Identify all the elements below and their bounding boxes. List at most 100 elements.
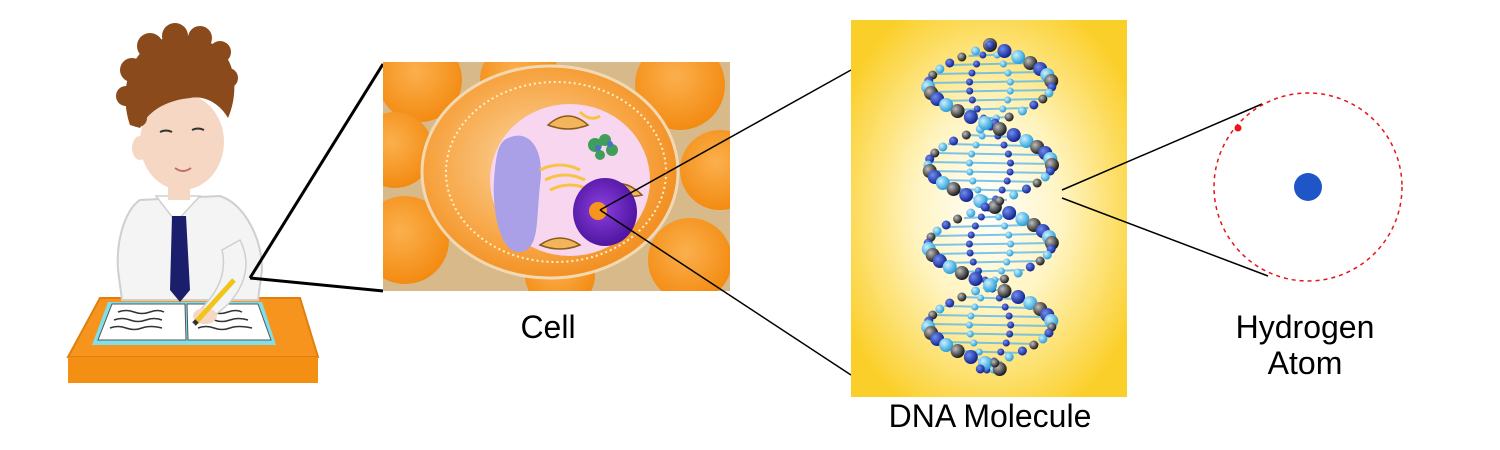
backbone-atom (997, 44, 1012, 58)
atom-ball (972, 141, 980, 149)
atom-ball (970, 339, 978, 347)
atom-ball (968, 150, 976, 158)
backbone-atom (997, 284, 1012, 298)
backbone-atom (1044, 88, 1054, 98)
atom-ball (974, 186, 982, 194)
backbone-atom (950, 104, 965, 118)
atom-ball (1003, 177, 1011, 185)
base-pair-rung (929, 170, 1051, 174)
atom-ball (977, 294, 985, 302)
backbone-atom (975, 364, 985, 374)
base-pair-rung (944, 305, 1036, 309)
backbone-atom (957, 292, 967, 302)
base-pair-rung (937, 98, 1043, 102)
backbone-atom (971, 46, 981, 56)
backbone-atom (963, 350, 978, 364)
base-pair-rung (961, 296, 1019, 300)
backbone-atom (1025, 262, 1035, 272)
atom-ball (1006, 249, 1014, 257)
backbone-atom (935, 64, 945, 74)
backbone-atom (983, 278, 997, 292)
backbone-atom (1044, 328, 1054, 338)
atom-ball (1005, 231, 1013, 239)
base-pair-rung (928, 323, 1052, 327)
backbone-atom (1004, 112, 1014, 122)
base-pair-rung (935, 71, 1045, 75)
atom-ball (975, 348, 983, 356)
backbone-atom (1035, 256, 1045, 266)
atom-ball (999, 60, 1007, 68)
zoom-line (599, 209, 852, 376)
backbone-atom (1029, 340, 1039, 350)
atom-ball (966, 249, 974, 257)
backbone-atom (1002, 206, 1017, 220)
zoom-line (1061, 197, 1269, 277)
dna-double-helix-illustration (851, 20, 1127, 397)
hydrogen-atom-caption-line2: Atom (1267, 345, 1343, 381)
proton (1294, 173, 1322, 201)
atom-ball (977, 213, 985, 221)
backbone-atom (945, 58, 955, 68)
backbone-atom (1011, 290, 1026, 304)
face (140, 94, 224, 190)
hydrogen-atom-icon (1213, 92, 1403, 282)
atom-ball (1004, 150, 1012, 158)
atom-ball (1005, 312, 1013, 320)
backbone-atom (1038, 334, 1048, 344)
base-pair-rung (928, 80, 1052, 84)
backbone-atom (957, 52, 967, 62)
backbone-atom (1042, 250, 1052, 260)
backbone-atom (978, 116, 993, 130)
base-pair-rung (939, 260, 1041, 264)
atom-ball (971, 222, 979, 230)
atom-ball (971, 303, 979, 311)
dna-caption: DNA Molecule (888, 398, 1092, 434)
base-pair-rung (933, 233, 1047, 237)
base-pair-rung (932, 314, 1048, 318)
student-writing-icon (66, 23, 320, 383)
atom-ball (998, 186, 1006, 194)
backbone-atom (963, 110, 978, 124)
atom-ball (1006, 78, 1014, 86)
atom-ball (966, 330, 974, 338)
backbone-atom (1032, 178, 1042, 188)
backbone-atom (950, 344, 965, 358)
atom-ball (997, 267, 1005, 275)
atom-ball (966, 78, 974, 86)
backbone-atom (1021, 184, 1031, 194)
backbone-atom (935, 176, 950, 190)
pencil (194, 278, 236, 324)
backbone-atom (961, 130, 971, 140)
backbone-atom (942, 260, 957, 274)
backbone-atom (999, 274, 1009, 284)
atom-ball (1004, 96, 1012, 104)
backbone-atom (953, 214, 963, 224)
backbone-atom (959, 188, 974, 202)
backbone-atom (1006, 128, 1021, 142)
backbone-atom (1011, 50, 1026, 64)
atom-ball (1006, 330, 1014, 338)
backbone-atom (939, 98, 954, 112)
atom-ball (995, 213, 1003, 221)
backbone-atom (1009, 190, 1019, 200)
atom-ball (966, 168, 974, 176)
backbone-atom (1013, 268, 1023, 278)
atom-ball (969, 177, 977, 185)
atom-ball (999, 105, 1007, 113)
electron-orbit (1213, 92, 1403, 282)
backbone-atom (968, 272, 983, 286)
base-pair-rung (928, 242, 1052, 246)
backbone-atom (949, 136, 959, 146)
base-pair-rung (930, 251, 1050, 255)
atom-ball (1003, 258, 1011, 266)
backbone-atom (941, 220, 951, 230)
atom-ball (965, 159, 973, 167)
backbone-atom (1019, 134, 1034, 148)
atom-ball (966, 87, 974, 95)
backbone-atom (980, 202, 990, 212)
desk-front (68, 357, 318, 383)
atom-ball (1000, 141, 1008, 149)
atom-ball (965, 240, 973, 248)
base-pair-rung (946, 224, 1034, 228)
